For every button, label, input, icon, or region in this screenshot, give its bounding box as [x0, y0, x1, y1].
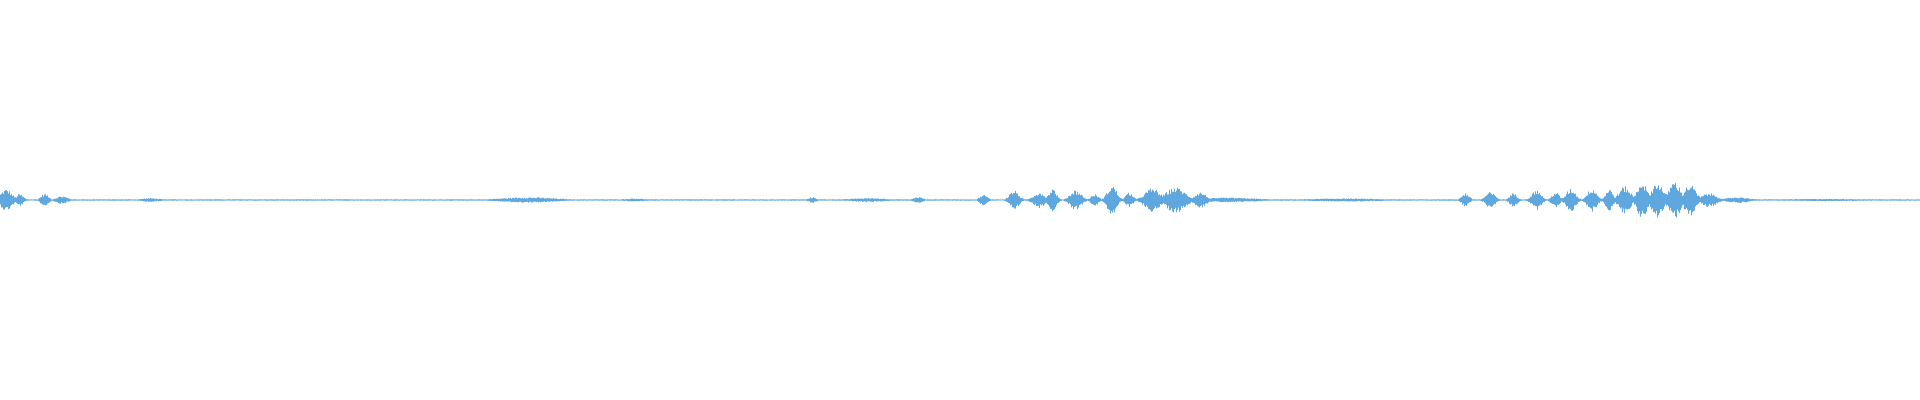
waveform-trace	[0, 182, 1920, 218]
